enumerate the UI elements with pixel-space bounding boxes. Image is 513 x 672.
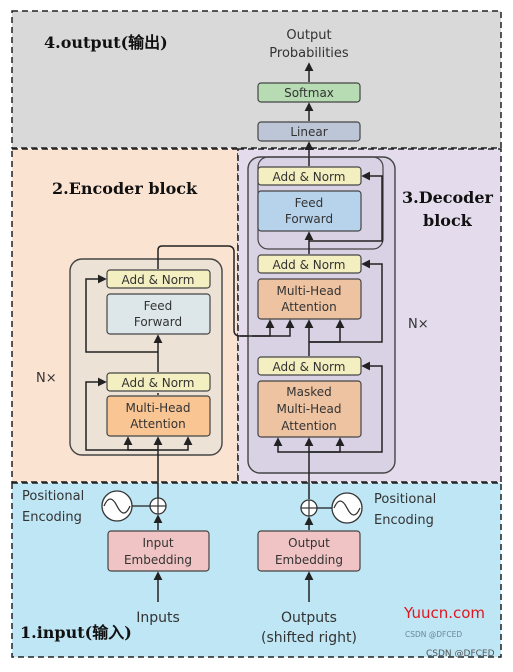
input-embedding-box	[107, 530, 210, 572]
decoder-add-norm-bottom-label: Add & Norm	[273, 360, 346, 374]
csdn-watermark-1: CSDN @DFCED	[405, 630, 462, 639]
decoder-region-title-line2: block	[423, 211, 473, 230]
encoder-mha-line2: Attention	[130, 417, 185, 431]
decoder-masked-line1: Masked	[286, 385, 331, 399]
decoder-add-norm-bottom	[257, 356, 362, 376]
csdn-watermark-2: CSDN @DFCED	[426, 649, 495, 659]
encoder-feed-forward	[106, 293, 211, 335]
input-region	[11, 482, 502, 658]
decoder-feed-forward	[257, 190, 362, 232]
encoder-region-title: 2.Encoder block	[52, 179, 198, 198]
decoder-masked-attention	[257, 380, 362, 438]
pos-enc-left-line2: Encoding	[22, 510, 82, 525]
decoder-ff-line2: Forward	[285, 212, 333, 226]
pos-enc-right-line1: Positional	[374, 492, 436, 507]
encoder-ff-line2: Forward	[134, 315, 182, 329]
input-embedding-line2: Embedding	[124, 553, 192, 567]
output-probabilities-line1: Output	[286, 28, 331, 43]
output-probabilities-line2: Probabilities	[269, 46, 349, 61]
outputs-label-line2: (shifted right)	[261, 630, 357, 646]
encoder-add-norm-top-label: Add & Norm	[122, 273, 195, 287]
encoder-multi-head-attention	[106, 395, 211, 437]
decoder-mha-line2: Attention	[281, 300, 336, 314]
encoder-nx-label: N×	[36, 371, 57, 386]
linear-box	[257, 121, 361, 142]
decoder-mha-line1: Multi-Head	[276, 284, 341, 298]
decoder-add-norm-mid-label: Add & Norm	[273, 258, 346, 272]
decoder-add-norm-top	[257, 166, 362, 186]
decoder-ff-line1: Feed	[295, 196, 324, 210]
encoder-add-norm-bottom	[106, 372, 211, 392]
output-embedding-box	[257, 530, 361, 572]
decoder-nx-label: N×	[408, 317, 429, 332]
encoder-add-norm-bottom-label: Add & Norm	[122, 376, 195, 390]
pos-enc-left-line1: Positional	[22, 489, 84, 504]
decoder-add-norm-mid	[257, 254, 362, 274]
input-embedding-line1: Input	[142, 536, 173, 550]
output-region	[11, 10, 502, 149]
decoder-multi-head-attention	[257, 278, 362, 320]
outputs-label-line1: Outputs	[281, 610, 337, 626]
decoder-masked-line2: Multi-Head	[276, 402, 341, 416]
decoder-masked-line3: Attention	[281, 419, 336, 433]
input-region-title: 1.input(输入)	[20, 623, 132, 642]
encoder-add-norm-top	[106, 269, 211, 289]
output-embedding-line2: Embedding	[275, 553, 343, 567]
pos-enc-right-line2: Encoding	[374, 513, 434, 528]
yuucn-watermark: Yuucn.com	[403, 604, 485, 622]
output-embedding-line1: Output	[288, 536, 330, 550]
softmax-box	[257, 82, 361, 103]
decoder-add-norm-top-label: Add & Norm	[273, 170, 346, 184]
linear-label: Linear	[290, 125, 327, 139]
decoder-region-title-line1: 3.Decoder	[402, 188, 494, 207]
output-region-title: 4.output(输出)	[44, 33, 168, 52]
encoder-mha-line1: Multi-Head	[125, 401, 190, 415]
encoder-ff-line1: Feed	[144, 299, 173, 313]
softmax-label: Softmax	[284, 86, 334, 100]
inputs-label: Inputs	[136, 610, 180, 626]
